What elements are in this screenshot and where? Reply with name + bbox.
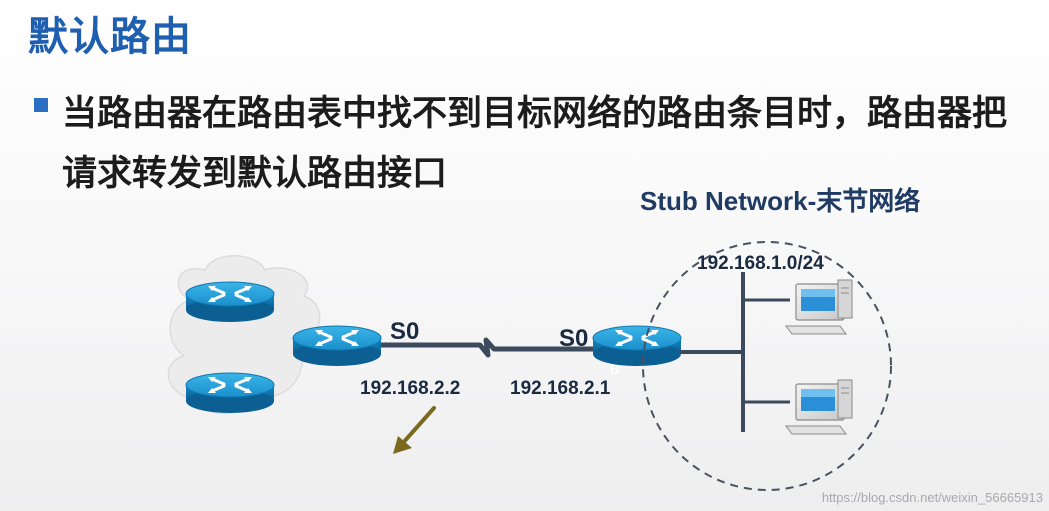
slide-title: 默认路由 bbox=[28, 14, 192, 60]
lan-subnet-label: 192.168.1.0/24 bbox=[697, 253, 824, 274]
router-icon-b bbox=[591, 324, 683, 368]
router-b-tag: B bbox=[610, 362, 620, 377]
left-router-interface-label: S0 bbox=[390, 318, 420, 345]
left-router-ip-label: 192.168.2.2 bbox=[360, 378, 461, 399]
default-route-arrow bbox=[393, 406, 436, 454]
serial-link bbox=[378, 337, 640, 358]
right-router-ip-label: 192.168.2.1 bbox=[510, 378, 611, 399]
watermark-url: https://blog.csdn.net/weixin_56665913 bbox=[821, 490, 1043, 505]
router-icon-left bbox=[291, 324, 383, 368]
pc-icon-1 bbox=[785, 279, 853, 335]
stub-network-boundary bbox=[642, 241, 892, 491]
router-icon-top-left bbox=[184, 280, 276, 324]
stub-network-title: Stub Network-末节网络 bbox=[640, 186, 921, 216]
bullet-square bbox=[34, 98, 48, 112]
right-router-interface-label: S0 bbox=[559, 325, 589, 352]
router-icon-bottom-left bbox=[184, 371, 276, 415]
bullet-text: 当路由器在路由表中找不到目标网络的路由条目时，路由器把请求转发到默认路由接口 bbox=[62, 94, 1008, 194]
pc-icon-2 bbox=[785, 379, 853, 435]
